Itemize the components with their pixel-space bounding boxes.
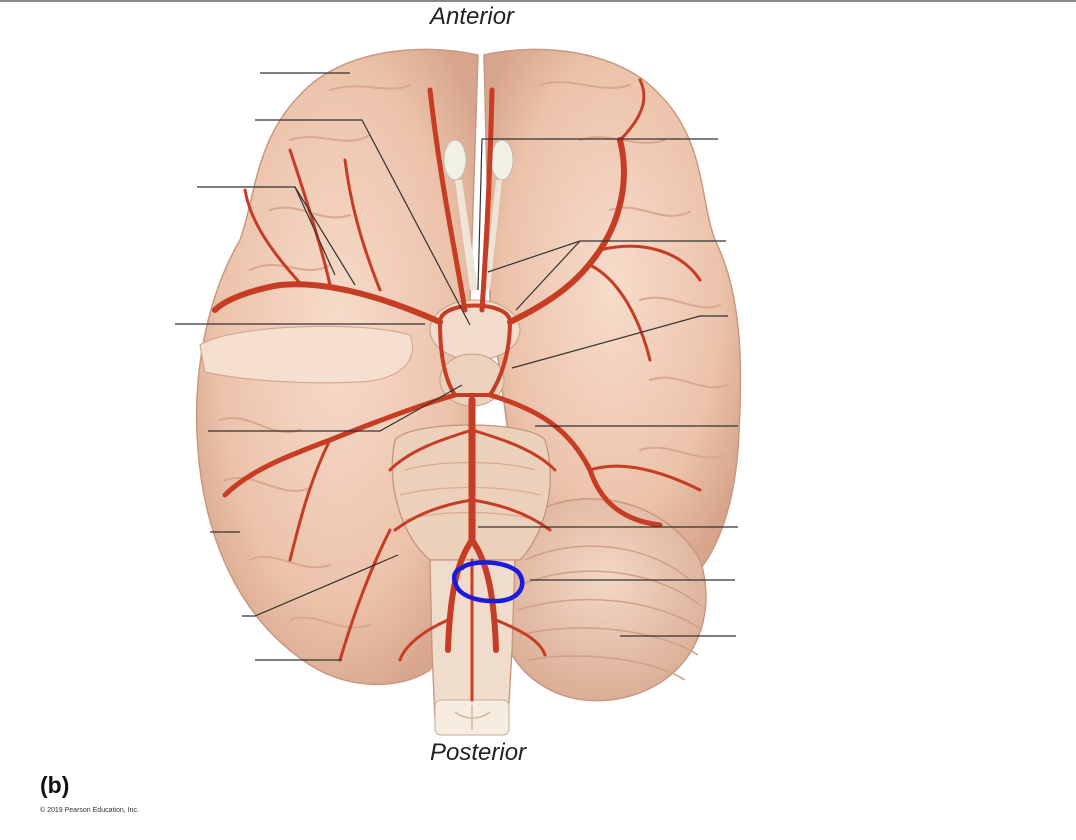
temporal-pole-left [199,325,414,384]
right-hemisphere [483,48,742,581]
circle-of-willis [438,303,512,397]
cerebellum [504,498,707,702]
olfactory-tracts [443,139,514,290]
leader-line-left-2 [255,119,471,326]
highlight-circle [452,560,525,604]
leader-lines-right [477,138,738,637]
panel-label: (b) [40,772,70,798]
leader-line-right-3 [511,315,728,369]
vertebral-artery-right [469,537,499,653]
anterior-cerebral-artery-left [427,87,468,313]
copyright-notice: © 2019 Pearson Education, Inc. [40,807,139,814]
anterior-label: Anterior [430,3,515,30]
leader-line-left-5 [208,384,463,432]
posterior-label: Posterior [430,739,527,766]
leader-line-right-1 [477,138,718,291]
leader-line-left-7 [242,554,399,617]
middle-cerebral-artery-left [212,281,443,325]
arteries [212,78,702,702]
anterior-cerebral-artery-right [479,87,495,313]
leader-lines-left [175,72,471,661]
top-border [0,0,1076,2]
